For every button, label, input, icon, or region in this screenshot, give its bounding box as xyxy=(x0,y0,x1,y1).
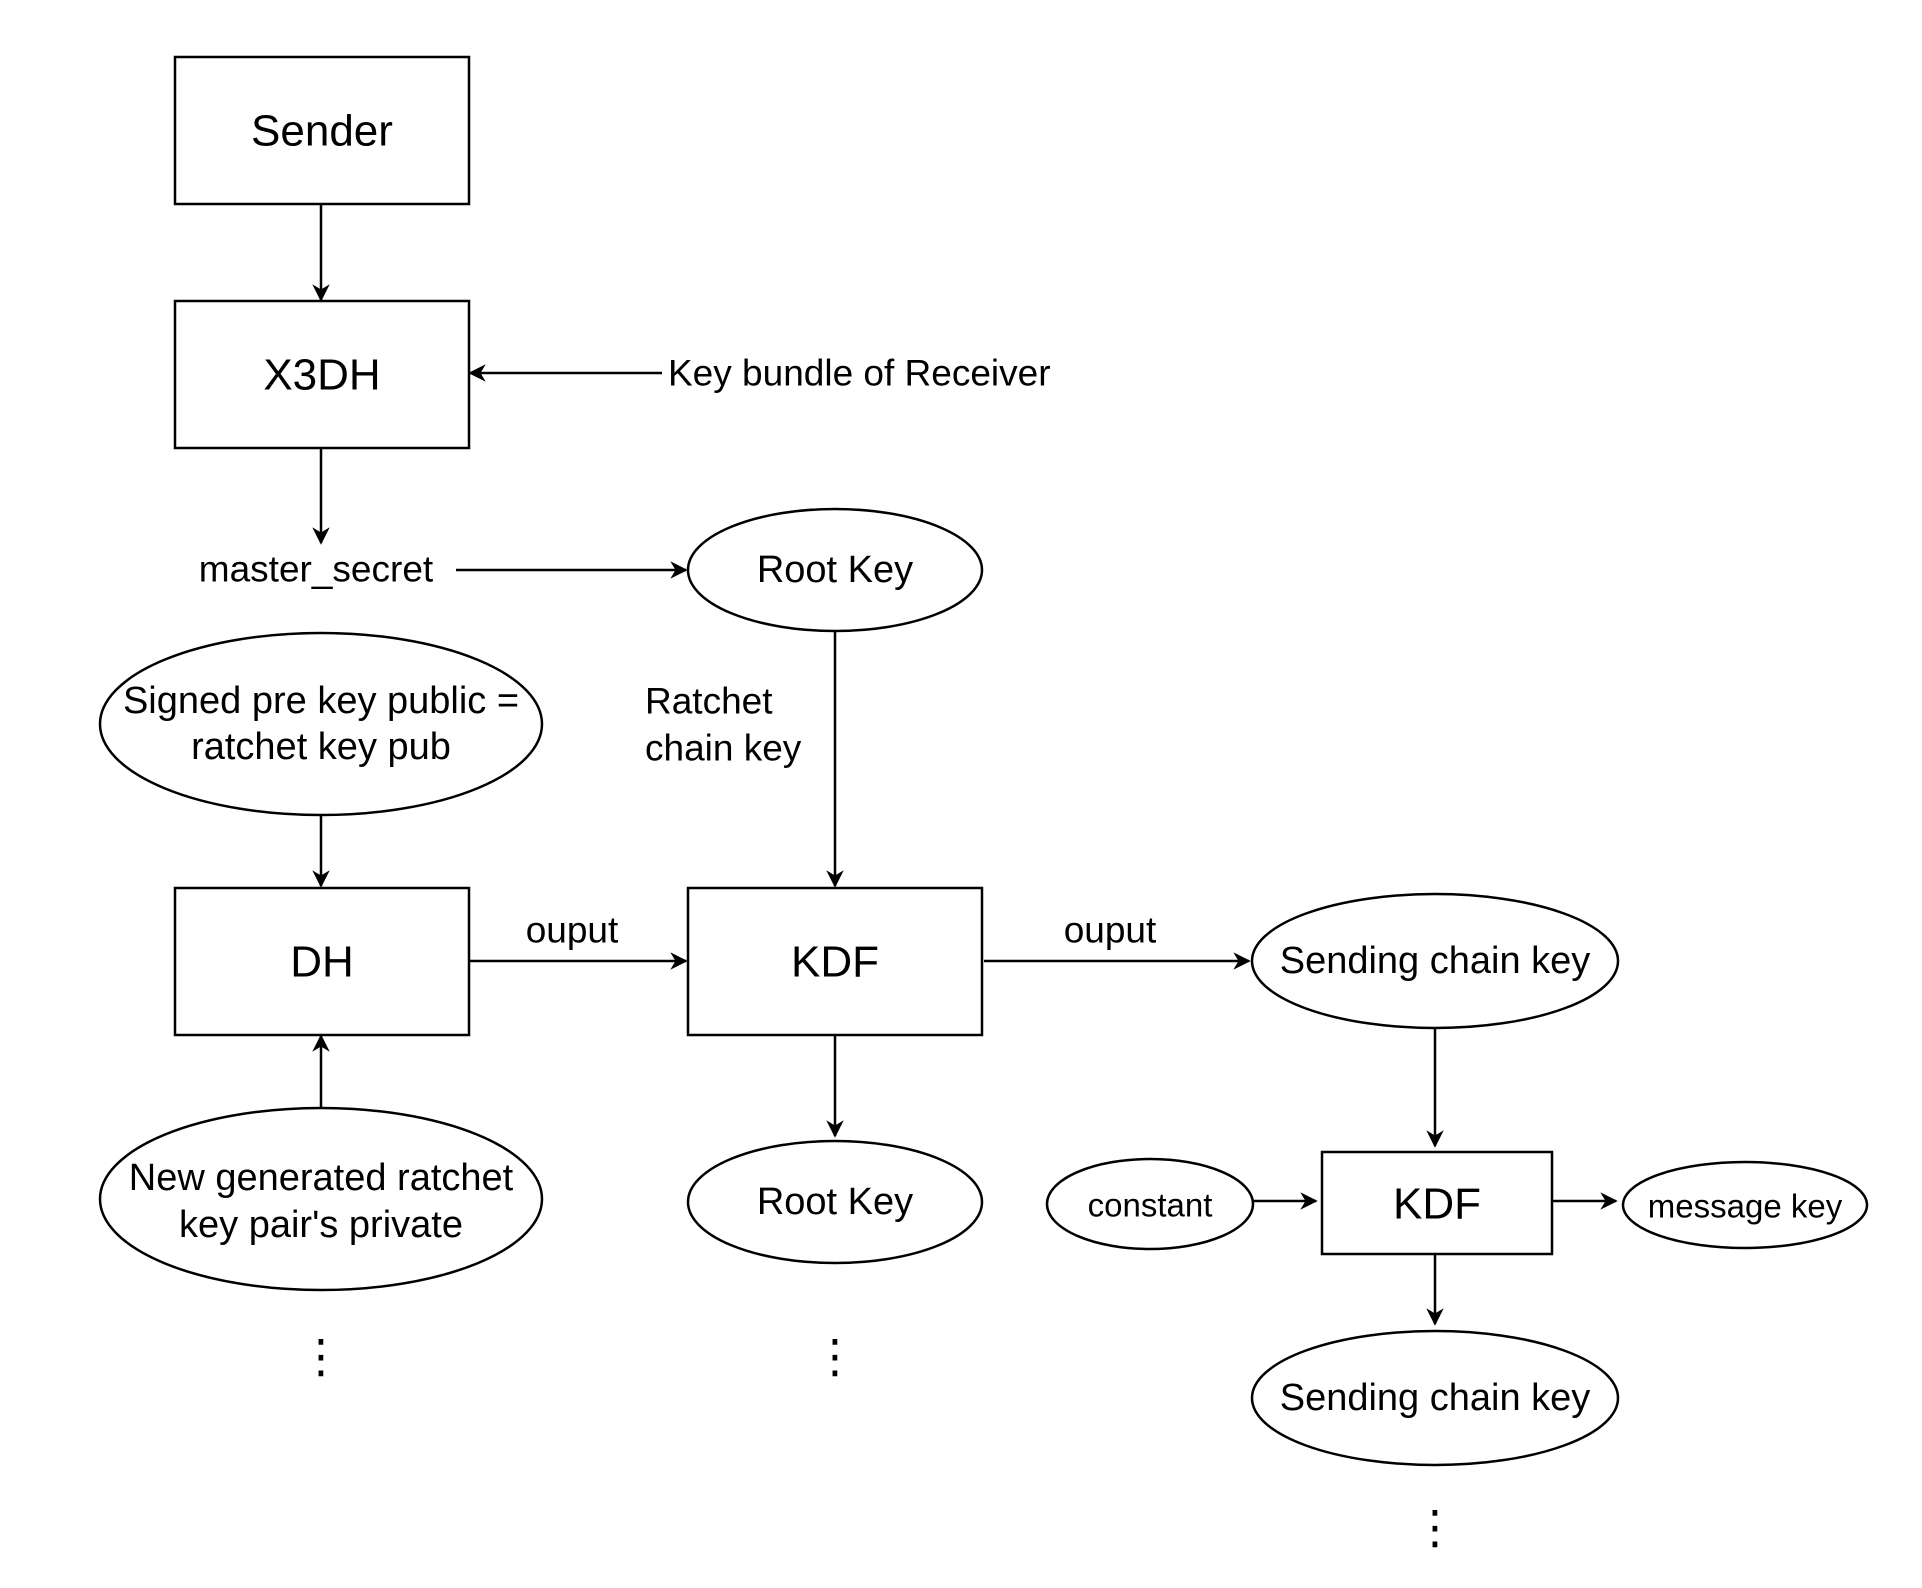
sender-node: Sender xyxy=(173,55,471,206)
constant-label: constant xyxy=(1088,1187,1213,1224)
kdf-label: KDF xyxy=(791,938,879,987)
kdf-output-label: ouput xyxy=(1064,910,1157,951)
signed-pre-key-label-line1: Signed pre key public = xyxy=(123,680,519,722)
continuation-dots-right: ⋮ xyxy=(1412,1501,1458,1553)
sender-label: Sender xyxy=(251,107,393,156)
signed-pre-key-label-line2: ratchet key pub xyxy=(191,726,451,768)
message-key-node: message key xyxy=(1621,1160,1869,1250)
new-ratchet-key-node: New generated ratchet key pair's private xyxy=(98,1106,544,1292)
new-ratchet-key-label-line2: key pair's private xyxy=(179,1204,463,1246)
dh-node: DH xyxy=(173,886,471,1037)
x3dh-label: X3DH xyxy=(263,351,380,400)
root-key-label: Root Key xyxy=(757,549,913,591)
sending-chain-key-label: Sending chain key xyxy=(1280,940,1591,982)
sending-chain-key-node: Sending chain key xyxy=(1250,892,1620,1030)
ratchet-chain-key-label-line2: chain key xyxy=(645,728,802,769)
sending-chain-key-next-label: Sending chain key xyxy=(1280,1377,1591,1419)
root-key-next-label: Root Key xyxy=(757,1181,913,1223)
constant-node: constant xyxy=(1045,1157,1255,1251)
dh-output-label: ouput xyxy=(526,910,619,951)
signed-pre-key-node: Signed pre key public = ratchet key pub xyxy=(98,631,544,817)
continuation-dots-middle: ⋮ xyxy=(812,1330,858,1382)
kdf-node: KDF xyxy=(686,886,984,1037)
x3dh-node: X3DH xyxy=(173,299,471,450)
continuation-dots-left: ⋮ xyxy=(298,1330,344,1382)
kdf-chain-node: KDF xyxy=(1320,1150,1554,1256)
master-secret-label: master_secret xyxy=(199,549,434,590)
message-key-label: message key xyxy=(1648,1188,1843,1225)
root-key-next-node: Root Key xyxy=(686,1139,984,1265)
dh-label: DH xyxy=(290,938,354,987)
root-key-node: Root Key xyxy=(686,507,984,633)
kdf-chain-label: KDF xyxy=(1393,1180,1481,1229)
ratchet-chain-key-label-line1: Ratchet xyxy=(645,681,773,722)
new-ratchet-key-label-line1: New generated ratchet xyxy=(129,1157,514,1199)
sending-chain-key-next-node: Sending chain key xyxy=(1250,1329,1620,1467)
key-bundle-label: Key bundle of Receiver xyxy=(668,353,1051,394)
